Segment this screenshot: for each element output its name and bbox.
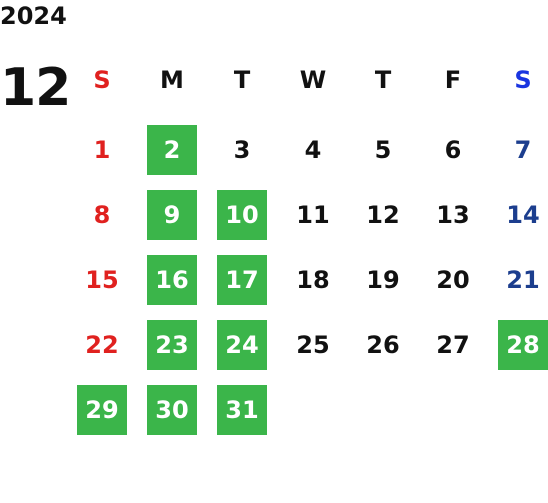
day-cell: 4 (304, 136, 322, 164)
day-cell: 20 (436, 266, 470, 294)
weekday-header-mon: M (160, 66, 184, 94)
day-cell-highlighted: 31 (217, 385, 267, 435)
weekday-header-tue: T (233, 66, 251, 94)
day-cell-highlighted: 10 (217, 190, 267, 240)
day-cell: 27 (436, 331, 470, 359)
day-cell-highlighted: 9 (147, 190, 197, 240)
day-cell-highlighted: 2 (147, 125, 197, 175)
day-cell: 25 (296, 331, 330, 359)
day-cell: 1 (93, 136, 111, 164)
day-cell: 26 (366, 331, 400, 359)
day-cell: 22 (85, 331, 119, 359)
day-cell: 3 (233, 136, 251, 164)
day-cell: 12 (366, 201, 400, 229)
day-cell: 5 (374, 136, 392, 164)
day-cell: 14 (506, 201, 540, 229)
weekday-header-wed: W (299, 66, 327, 94)
month-number: 12 (0, 58, 71, 118)
day-cell: 15 (85, 266, 119, 294)
day-cell: 11 (296, 201, 330, 229)
day-cell: 21 (506, 266, 540, 294)
day-cell-highlighted: 24 (217, 320, 267, 370)
weekday-header-fri: F (444, 66, 462, 94)
day-cell: 13 (436, 201, 470, 229)
day-cell-highlighted: 23 (147, 320, 197, 370)
day-cell: 7 (514, 136, 532, 164)
weekday-header-thu: T (374, 66, 392, 94)
day-cell: 19 (366, 266, 400, 294)
day-cell: 8 (93, 201, 111, 229)
day-cell-highlighted: 28 (498, 320, 548, 370)
day-cell: 18 (296, 266, 330, 294)
day-cell-highlighted: 29 (77, 385, 127, 435)
day-cell: 6 (444, 136, 462, 164)
day-cell-highlighted: 16 (147, 255, 197, 305)
weekday-header-sun: S (93, 66, 111, 94)
weekday-header-sat: S (514, 66, 532, 94)
day-cell-highlighted: 17 (217, 255, 267, 305)
day-cell-highlighted: 30 (147, 385, 197, 435)
year-label: 2024 (0, 2, 67, 30)
